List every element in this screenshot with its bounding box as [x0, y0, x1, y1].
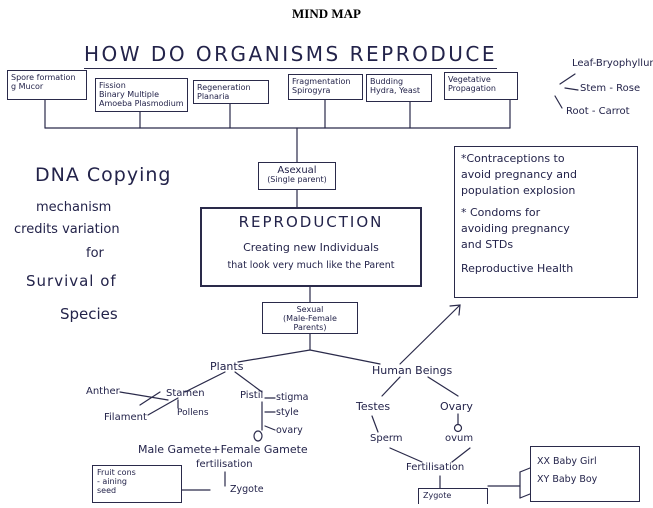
box-budding: Budding Hydra, Yeast: [366, 74, 432, 102]
plants-stigma: stigma: [276, 392, 309, 403]
plants-ovary: ovary: [276, 425, 303, 436]
vegetative-leaf-example: Leaf-Bryophyllum: [572, 58, 653, 69]
dna-note-line: Survival of: [26, 272, 117, 290]
dna-note-line: credits variation: [14, 222, 120, 237]
human-testes: Testes: [356, 400, 391, 413]
box-human-zygote: Zygote: [418, 488, 488, 504]
box-reproduction: REPRODUCTION Creating new Individuals th…: [200, 207, 422, 287]
plants-zygote: Zygote: [230, 484, 264, 495]
box-fruit: Fruit cons - aining seed: [92, 465, 182, 503]
outcome-baby-boy: XY Baby Boy: [537, 474, 598, 485]
human-fertilisation: Fertilisation: [406, 462, 465, 473]
box-reproductive-health: *Contraceptions to avoid pregnancy and p…: [454, 146, 638, 298]
box-sexual: Sexual (Male-Female Parents): [262, 302, 358, 334]
vegetative-stem-example: Stem - Rose: [580, 83, 641, 94]
plants-filament: Filament: [104, 412, 147, 423]
dna-note-title: DNA Copying: [35, 164, 172, 186]
box-fission: Fission Binary Multiple Amoeba Plasmodiu…: [95, 78, 188, 112]
plants-pistil: Pistil: [240, 390, 264, 401]
human-ovum: ovum: [445, 433, 474, 444]
box-regeneration: Regeneration Planaria: [193, 80, 269, 104]
plants-stamen: Stamen: [166, 388, 205, 399]
plants-gametes: Male Gamete+Female Gamete: [138, 443, 308, 456]
plants-anther: Anther: [86, 386, 120, 397]
vegetative-root-example: Root - Carrot: [566, 106, 630, 117]
dna-note-line: for: [86, 246, 104, 261]
human-beings-label: Human Beings: [372, 364, 453, 377]
plants-pollens: Pollens: [177, 408, 209, 418]
box-fragmentation: Fragmentation Spirogyra: [288, 74, 363, 100]
reproduction-title: REPRODUCTION: [238, 213, 384, 231]
plants-fertilisation: fertilisation: [196, 459, 253, 470]
human-ovary: Ovary: [440, 400, 473, 413]
page-header: MIND MAP: [292, 6, 361, 21]
box-baby-outcomes: XX Baby Girl XY Baby Boy: [530, 446, 640, 502]
health-box-footer: Reproductive Health: [461, 262, 574, 275]
mindmap-title: HOW DO ORGANISMS REPRODUCE: [84, 42, 497, 69]
box-spore-formation: Spore formation g Mucor: [7, 70, 87, 100]
dna-note-line: mechanism: [36, 200, 112, 215]
dna-note-line: Species: [60, 305, 118, 323]
box-vegetative-propagation: Vegetative Propagation: [444, 72, 518, 100]
plants-style: style: [276, 407, 299, 418]
reproduction-definition: Creating new Individuals: [243, 241, 379, 254]
box-asexual: Asexual (Single parent): [258, 162, 336, 190]
human-sperm: Sperm: [370, 433, 403, 444]
plants-label: Plants: [210, 360, 244, 373]
outcome-baby-girl: XX Baby Girl: [537, 456, 597, 467]
